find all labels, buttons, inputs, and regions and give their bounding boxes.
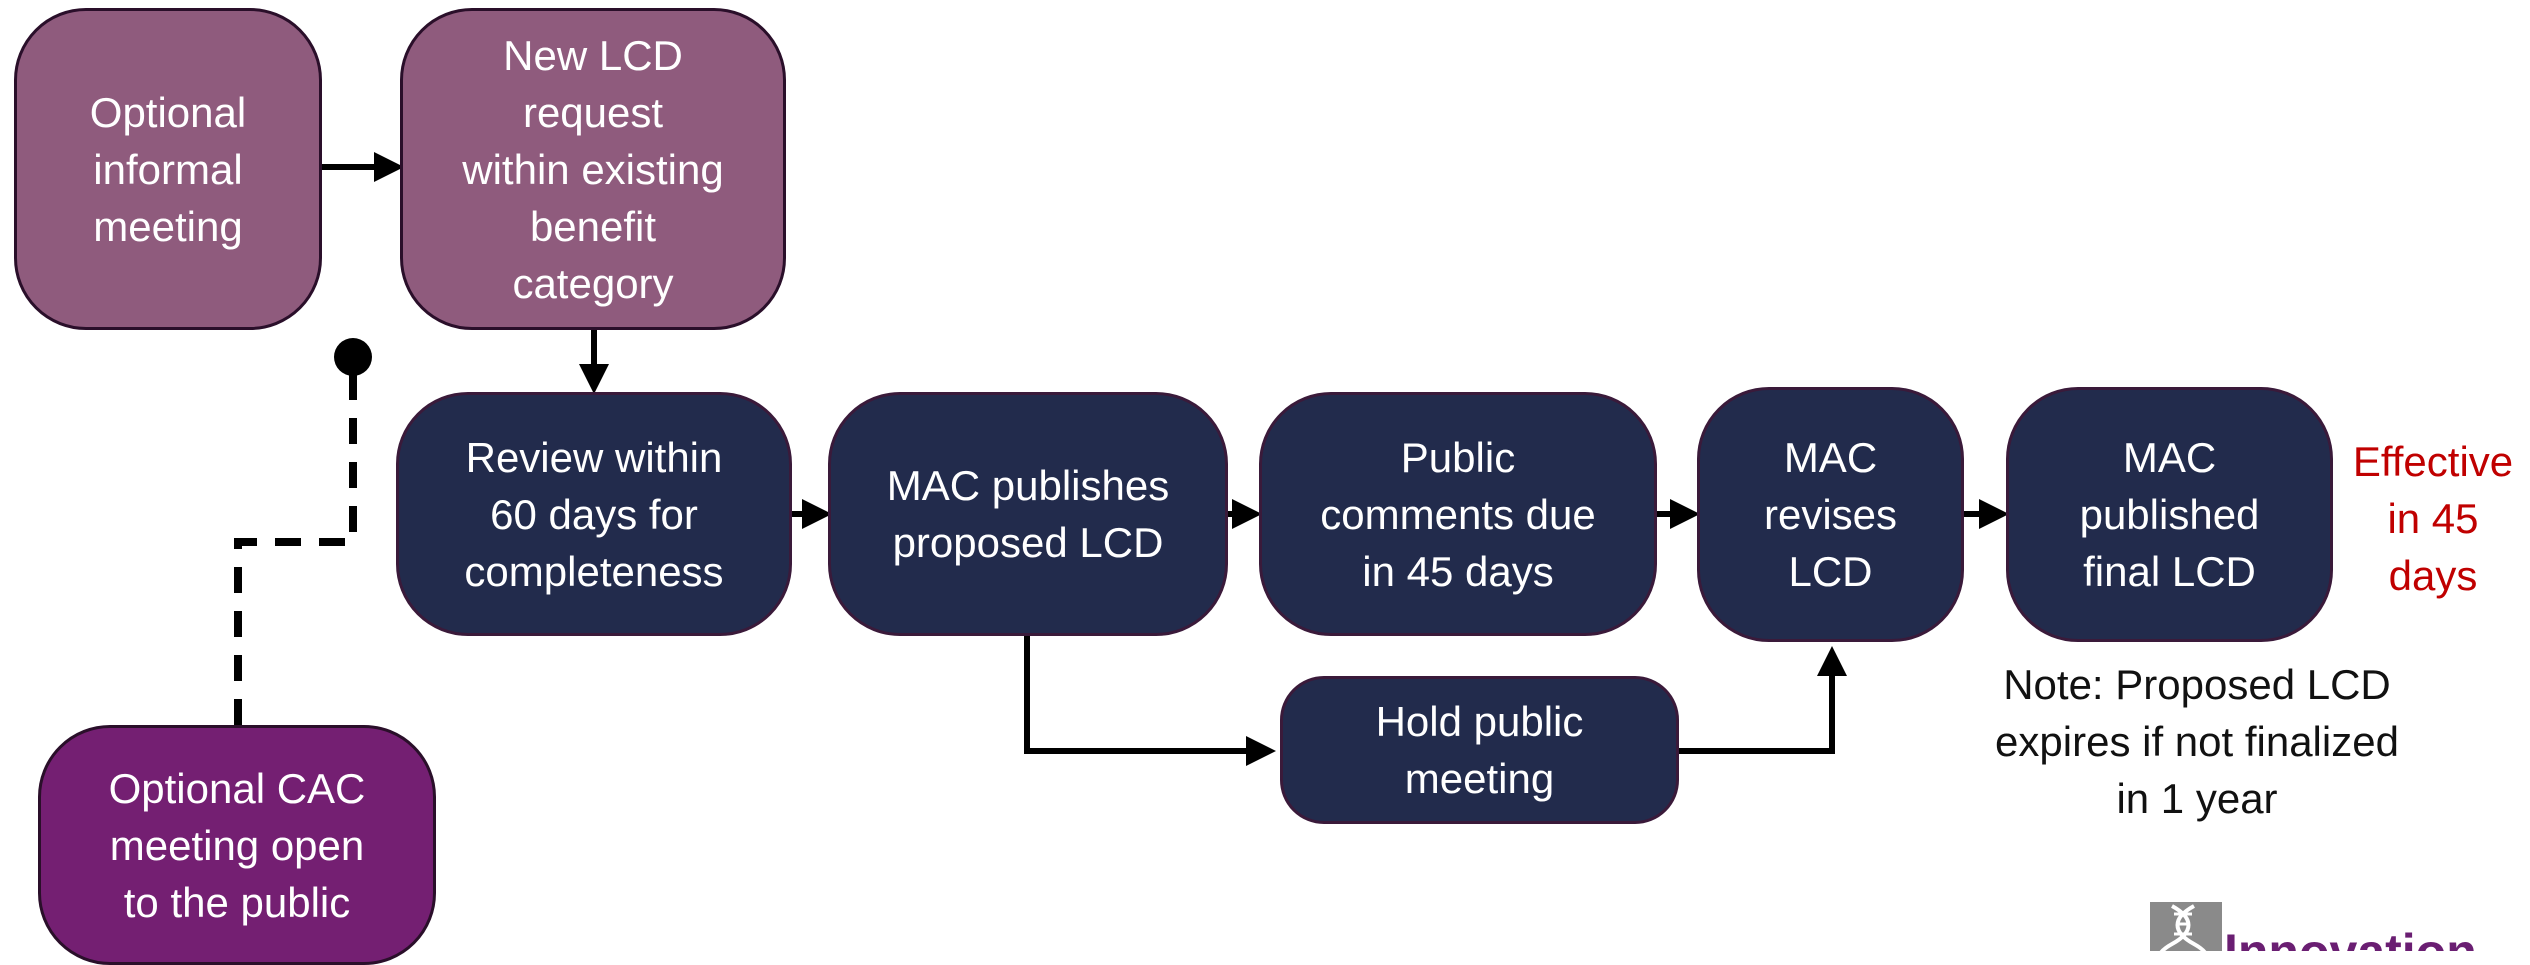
box-mac-publishes-proposed-label: MAC publishes proposed LCD: [886, 462, 1170, 566]
box-optional-informal-meeting: Optional informal meeting: [14, 8, 322, 330]
arrow-publishes-to-hold-meeting: [1024, 636, 1276, 766]
box-new-lcd-request-label: New LCD request within existing benefit …: [462, 31, 724, 307]
box-mac-published-final: MAC published final LCD: [2006, 387, 2333, 642]
box-public-comments: Public comments due in 45 days: [1259, 392, 1657, 636]
organization-logo: Innovation: [2150, 902, 2510, 951]
box-review-completeness-label: Review within 60 days for completeness: [464, 433, 724, 595]
box-optional-informal-meeting-label: Optional informal meeting: [89, 88, 247, 250]
box-review-completeness: Review within 60 days for completeness: [396, 392, 792, 636]
dna-helix-icon: [2150, 902, 2222, 951]
box-mac-revises: MAC revises LCD: [1697, 387, 1964, 642]
box-mac-publishes-proposed: MAC publishes proposed LCD: [828, 392, 1228, 636]
box-hold-public-meeting-label: Hold public meeting: [1375, 698, 1584, 802]
box-mac-revises-label: MAC revises LCD: [1763, 434, 1898, 595]
dashed-connector-cac: [234, 362, 357, 725]
expiry-note: Note: Proposed LCD expires if not finali…: [1995, 661, 2399, 822]
box-public-comments-label: Public comments due in 45 days: [1320, 433, 1596, 595]
box-optional-cac-meeting: Optional CAC meeting open to the public: [38, 725, 436, 965]
box-optional-cac-meeting-label: Optional CAC meeting open to the public: [108, 764, 366, 926]
logo-text: Innovation: [2224, 922, 2477, 951]
connector-dot: [334, 338, 372, 376]
arrow-hold-meeting-to-revises: [1679, 646, 1847, 754]
effective-label: Effective in 45 days: [2352, 438, 2514, 599]
box-hold-public-meeting: Hold public meeting: [1280, 676, 1679, 824]
box-new-lcd-request: New LCD request within existing benefit …: [400, 8, 786, 330]
box-mac-published-final-label: MAC published final LCD: [2079, 434, 2260, 595]
